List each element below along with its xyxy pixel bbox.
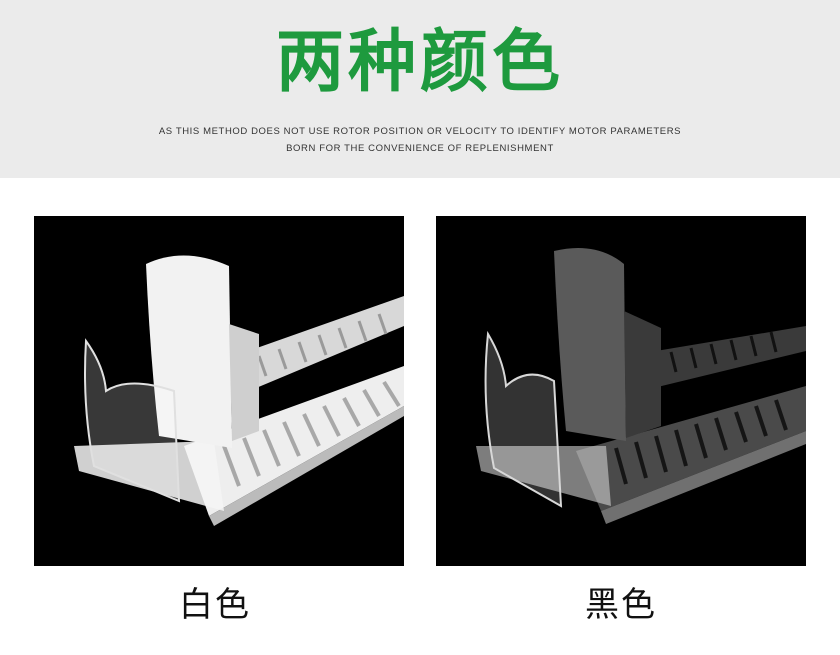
subtitle-line-2: BORN FOR THE CONVENIENCE OF REPLENISHMEN… bbox=[286, 143, 554, 154]
header-banner: 两种颜色 AS THIS METHOD DOES NOT USE ROTOR P… bbox=[0, 0, 840, 178]
caption-black: 黑色 bbox=[585, 585, 657, 625]
subtitle-line-1: AS THIS METHOD DOES NOT USE ROTOR POSITI… bbox=[158, 126, 682, 137]
black-product-photo bbox=[436, 216, 806, 566]
page-title: 两种颜色 bbox=[275, 23, 564, 102]
caption-white: 白色 bbox=[179, 585, 251, 625]
white-product-photo bbox=[34, 216, 404, 566]
